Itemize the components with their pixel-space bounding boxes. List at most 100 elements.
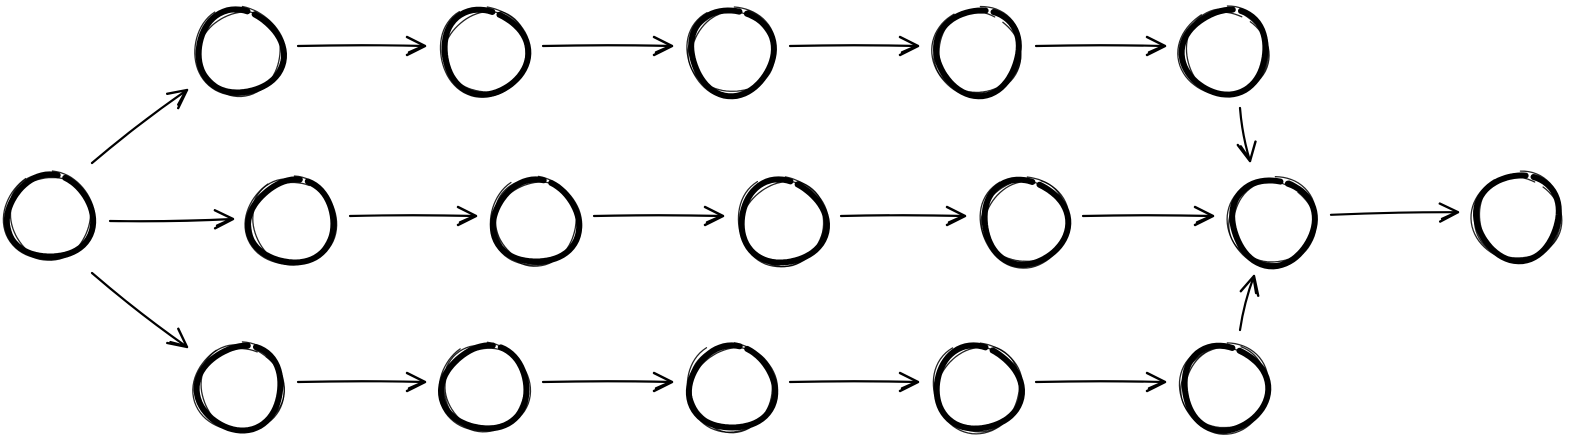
arrowhead xyxy=(652,371,674,393)
edge-line xyxy=(592,214,725,218)
node-sketch-stroke xyxy=(1228,178,1316,265)
node-sketch-stroke xyxy=(690,10,776,92)
edge-top-1-to-top-2 xyxy=(296,35,427,57)
node-sketch-stroke xyxy=(444,347,526,432)
edge-top-5-to-merge xyxy=(1236,106,1257,163)
node-sketch-stroke xyxy=(198,11,281,95)
node-sketch-stroke xyxy=(494,181,577,265)
node-sketch-stroke xyxy=(741,180,825,264)
node-bot-3 xyxy=(685,342,779,434)
edge-line xyxy=(296,44,427,48)
node-top-1 xyxy=(194,5,287,98)
arrowhead xyxy=(1193,205,1215,227)
edge-merge-to-end xyxy=(1329,202,1460,223)
edge-line xyxy=(788,380,920,384)
nodes-layer xyxy=(2,5,1563,435)
edge-line xyxy=(1034,44,1167,48)
node-outline xyxy=(933,342,1025,432)
edge-bot-3-to-bot-4 xyxy=(788,371,920,393)
node-sketch-stroke xyxy=(1181,8,1270,94)
node-top-2 xyxy=(439,6,532,98)
node-sketch-stroke xyxy=(931,5,1022,99)
node-bot-2 xyxy=(437,341,532,433)
node-sketch-stroke xyxy=(441,9,528,98)
node-sketch-stroke xyxy=(1226,176,1317,269)
edge-line xyxy=(1238,274,1256,332)
edge-top-3-to-top-4 xyxy=(788,35,920,57)
node-sketch-stroke xyxy=(252,181,334,266)
arrowhead xyxy=(405,371,427,393)
edge-line xyxy=(1329,211,1460,216)
node-sketch-stroke xyxy=(1232,180,1317,263)
arrowhead xyxy=(652,35,674,57)
node-sketch-stroke xyxy=(687,9,775,96)
node-mid-3 xyxy=(737,176,830,268)
edge-start-to-bot-1 xyxy=(90,271,189,349)
node-sketch-stroke xyxy=(979,176,1070,269)
node-top-5 xyxy=(1177,5,1270,98)
edge-mid-4-to-merge xyxy=(1081,205,1215,227)
edge-start-to-top-1 xyxy=(90,88,189,165)
node-sketch-stroke xyxy=(690,347,773,430)
edge-bot-4-to-bot-5 xyxy=(1034,371,1167,393)
arrowhead xyxy=(166,327,189,349)
node-sketch-stroke xyxy=(933,345,1021,433)
edge-line xyxy=(108,217,235,223)
node-sketch-stroke xyxy=(1177,5,1269,97)
node-sketch-stroke xyxy=(442,344,530,433)
node-end xyxy=(1470,170,1563,265)
node-sketch-stroke xyxy=(1185,11,1268,95)
edge-mid-3-to-mid-4 xyxy=(839,205,967,227)
arrowhead xyxy=(1239,274,1260,297)
node-sketch-stroke xyxy=(1178,342,1270,435)
node-merge xyxy=(1226,176,1318,270)
arrowhead xyxy=(898,371,920,393)
edges-layer xyxy=(90,35,1460,393)
edge-bot-5-to-merge xyxy=(1238,274,1260,332)
node-sketch-stroke xyxy=(980,179,1068,267)
edge-line xyxy=(1081,214,1215,218)
arrowhead xyxy=(703,205,725,227)
node-sketch-stroke xyxy=(443,10,527,93)
arrowhead xyxy=(213,209,235,230)
arrowhead xyxy=(945,205,967,227)
edge-line xyxy=(296,380,427,384)
arrowhead xyxy=(1145,371,1167,393)
arrowhead xyxy=(1236,140,1257,163)
arrowhead xyxy=(1438,202,1460,223)
node-mid-4 xyxy=(979,176,1072,269)
edge-bot-2-to-bot-3 xyxy=(541,371,674,393)
edge-line xyxy=(90,271,189,349)
edge-line xyxy=(90,88,189,165)
node-sketch-stroke xyxy=(197,8,284,98)
node-outline xyxy=(489,176,583,265)
edge-mid-1-to-mid-2 xyxy=(348,205,478,227)
edge-line xyxy=(839,214,967,218)
edge-line xyxy=(1034,380,1167,384)
node-sketch-stroke xyxy=(689,345,775,434)
node-sketch-stroke xyxy=(686,6,777,99)
node-sketch-stroke xyxy=(7,173,95,261)
node-sketch-stroke xyxy=(938,10,1022,94)
node-start xyxy=(2,170,97,261)
node-top-3 xyxy=(686,6,777,100)
node-bot-4 xyxy=(932,342,1025,435)
node-sketch-stroke xyxy=(1184,346,1269,429)
node-mid-1 xyxy=(244,175,338,266)
edge-top-4-to-top-5 xyxy=(1034,35,1167,57)
edge-line xyxy=(348,214,478,218)
node-mid-2 xyxy=(489,175,583,267)
arrowhead xyxy=(1145,35,1167,57)
node-sketch-stroke xyxy=(932,342,1024,435)
node-sketch-stroke xyxy=(1470,170,1562,263)
node-sketch-stroke xyxy=(1473,173,1563,259)
node-sketch-stroke xyxy=(1478,176,1561,260)
edge-line xyxy=(541,44,674,48)
edge-line xyxy=(541,380,674,384)
arrowhead xyxy=(405,35,427,57)
edge-line xyxy=(788,44,920,48)
node-bot-1 xyxy=(192,341,285,434)
edge-top-2-to-top-3 xyxy=(541,35,674,57)
edge-mid-2-to-mid-3 xyxy=(592,205,725,227)
